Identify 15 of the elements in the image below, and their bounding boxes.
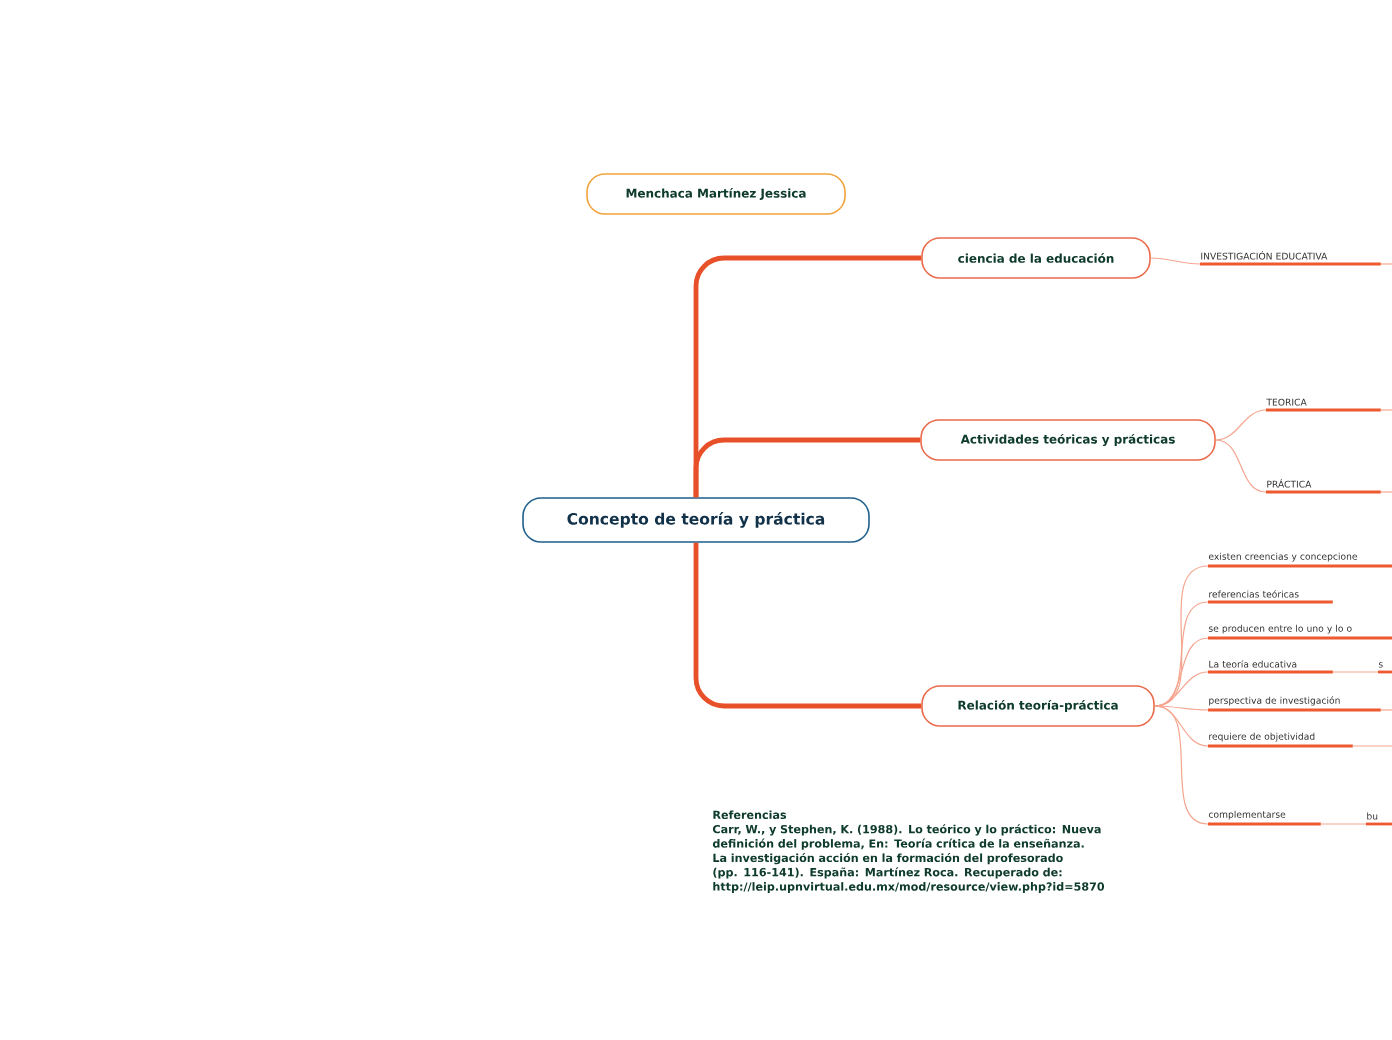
connector-line	[1154, 705, 1209, 825]
connector-line	[1380, 409, 1392, 411]
connector-line	[1380, 491, 1392, 493]
connector-line	[1154, 637, 1209, 707]
connector-line	[1332, 671, 1379, 673]
connector-line	[1352, 745, 1392, 747]
branch-line	[693, 542, 922, 709]
connector-line	[1215, 409, 1267, 441]
branch-line	[693, 437, 921, 498]
connector-line	[1380, 709, 1392, 711]
connector-line	[1380, 263, 1392, 265]
connector-line	[1320, 823, 1367, 825]
connector-line	[1154, 705, 1209, 711]
connector-line	[1150, 257, 1201, 265]
connector-line	[1215, 439, 1267, 493]
